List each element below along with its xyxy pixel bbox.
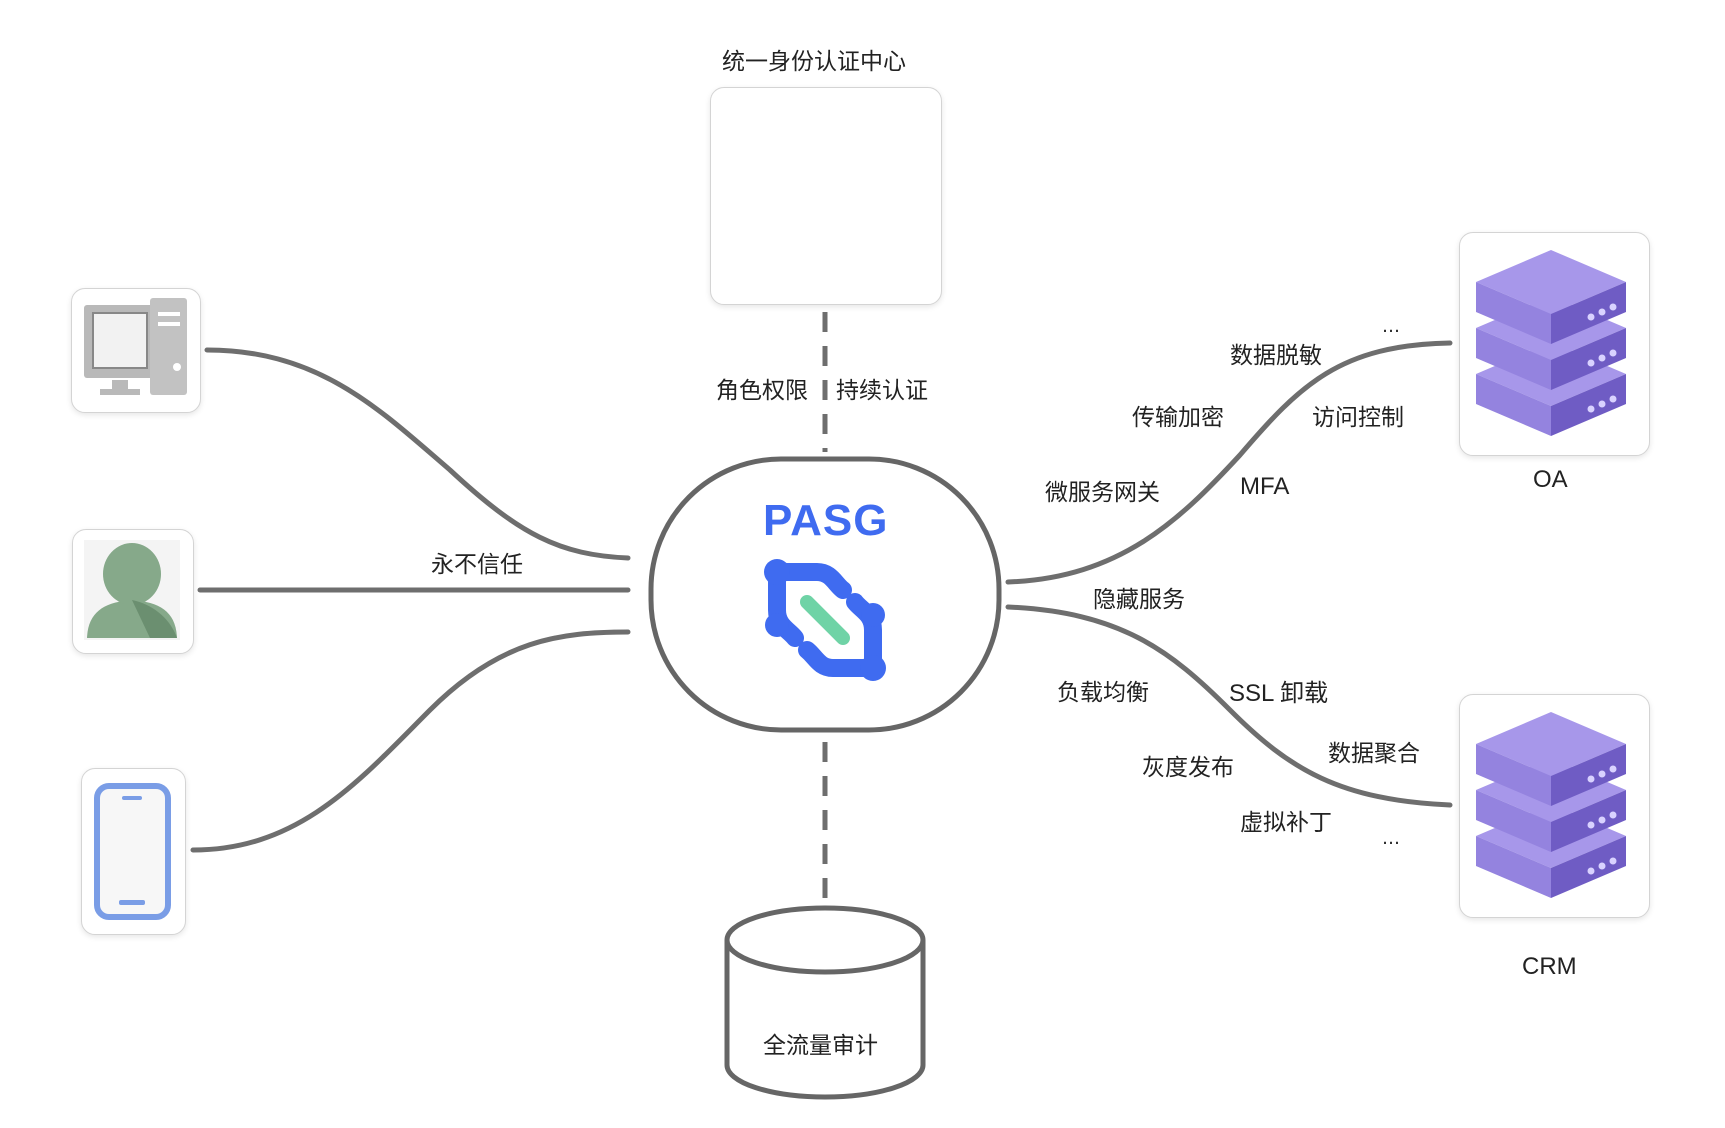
oa-server-stack-icon bbox=[1476, 250, 1626, 436]
oa-label: OA bbox=[1533, 466, 1568, 493]
pasg-title: PASG bbox=[763, 496, 889, 545]
label-mfa: MFA bbox=[1240, 473, 1290, 500]
label-access-control: 访问控制 bbox=[1312, 405, 1404, 431]
label-gray-release: 灰度发布 bbox=[1142, 755, 1234, 781]
mobile-phone-icon bbox=[94, 783, 171, 920]
link-oa bbox=[1005, 340, 1453, 585]
link-crm bbox=[1005, 604, 1453, 808]
label-load-balancing: 负载均衡 bbox=[1057, 680, 1149, 706]
label-role-permission: 角色权限 bbox=[716, 378, 808, 404]
label-more-bottom: … bbox=[1382, 828, 1400, 849]
crm-label: CRM bbox=[1522, 953, 1577, 980]
label-ssl-offload: SSL 卸载 bbox=[1229, 680, 1329, 707]
link-desktop bbox=[204, 347, 631, 561]
desktop-computer-icon bbox=[84, 298, 187, 395]
label-more-top: … bbox=[1382, 316, 1400, 337]
label-virtual-patch: 虚拟补丁 bbox=[1240, 810, 1332, 836]
pasg-node bbox=[648, 456, 1002, 733]
label-hidden-service: 隐藏服务 bbox=[1093, 587, 1185, 613]
label-continuous-auth: 持续认证 bbox=[836, 378, 928, 404]
sso-title: 统一身份认证中心 bbox=[722, 49, 906, 75]
sso-badge-label: SSO bbox=[804, 186, 851, 211]
crm-server-stack-icon bbox=[1476, 712, 1626, 898]
label-data-masking: 数据脱敏 bbox=[1230, 343, 1322, 369]
label-microservice-gateway: 微服务网关 bbox=[1045, 480, 1160, 506]
user-avatar-icon bbox=[84, 540, 180, 640]
audit-label: 全流量审计 bbox=[763, 1033, 878, 1059]
database-icon bbox=[724, 905, 926, 1100]
sso-card[interactable] bbox=[710, 87, 942, 305]
link-mobile bbox=[190, 629, 631, 853]
connector-lines bbox=[190, 340, 1453, 853]
label-never-trust: 永不信任 bbox=[431, 552, 523, 578]
label-transport-encryption: 传输加密 bbox=[1132, 405, 1224, 431]
pasg-logo-icon bbox=[764, 559, 886, 681]
label-data-aggregation: 数据聚合 bbox=[1328, 741, 1420, 767]
